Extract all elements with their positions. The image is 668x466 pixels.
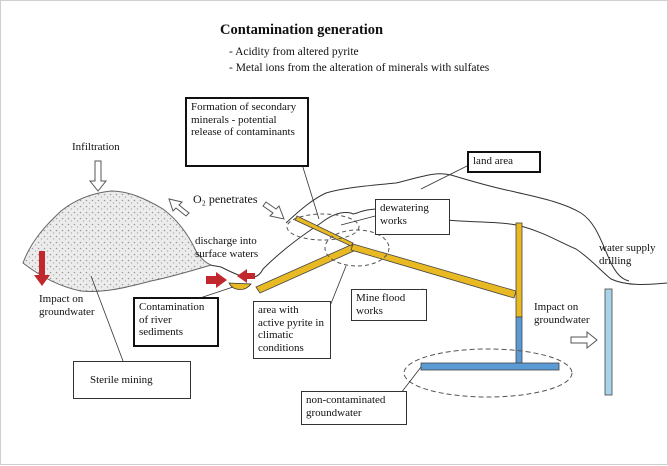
bullet-acidity: - Acidity from altered pyrite <box>229 46 359 58</box>
box-river-sediments: Contamination of river sediments <box>133 297 219 347</box>
pyrite-zone-ellipse <box>324 229 390 267</box>
box-secondary-minerals: Formation of secondary minerals - potent… <box>185 97 309 167</box>
leader-pyrite <box>327 265 347 312</box>
shaft-yellow <box>515 222 523 318</box>
shaft-blue <box>515 316 523 364</box>
box-sterile-mining: Sterile mining <box>73 361 191 399</box>
red-arrow-stream-left <box>206 272 227 288</box>
water-supply-well <box>604 288 613 396</box>
leader-sterile <box>90 275 124 362</box>
impact-arrow-right <box>570 330 598 350</box>
bullet-metal-ions: - Metal ions from the alteration of mine… <box>229 62 490 74</box>
label-impact-left: Impact on groundwater <box>39 293 95 318</box>
waste-rock-pile <box>22 190 213 292</box>
label-impact-right: Impact on groundwater <box>534 301 590 326</box>
o2-arrow-right <box>262 201 285 220</box>
box-land-area: land area <box>467 151 541 173</box>
box-non-contaminated: non-contaminated groundwater <box>301 391 407 425</box>
leader-secondary <box>300 160 320 220</box>
land-area-outline <box>285 173 630 282</box>
leader-noncontam <box>400 366 422 394</box>
red-arrow-groundwater-left <box>34 251 50 286</box>
box-active-pyrite: area with active pyrite in climatic cond… <box>253 301 331 359</box>
box-mine-flood: Mine flood works <box>351 289 427 321</box>
stream-pool <box>228 282 252 290</box>
label-o2-penetrates: O₂ penetrates <box>193 192 258 206</box>
aquifer-blue <box>420 362 560 371</box>
leader-dewatering <box>340 214 380 226</box>
leader-land <box>420 162 474 190</box>
box-dewatering: dewatering works <box>375 199 450 235</box>
infiltration-arrow <box>88 160 108 192</box>
o2-arrow-left <box>168 198 190 217</box>
flow-channel-lower <box>350 243 517 299</box>
dewatering-zone-ellipse <box>286 213 360 241</box>
diagram-title: Contamination generation <box>220 22 384 38</box>
groundwater-zone-ellipse <box>403 348 573 398</box>
label-discharge: discharge into surface waters <box>195 235 259 260</box>
label-infiltration: Infiltration <box>72 141 120 153</box>
label-water-supply: water supply drilling <box>599 242 656 267</box>
red-arrow-stream-right <box>237 269 255 283</box>
